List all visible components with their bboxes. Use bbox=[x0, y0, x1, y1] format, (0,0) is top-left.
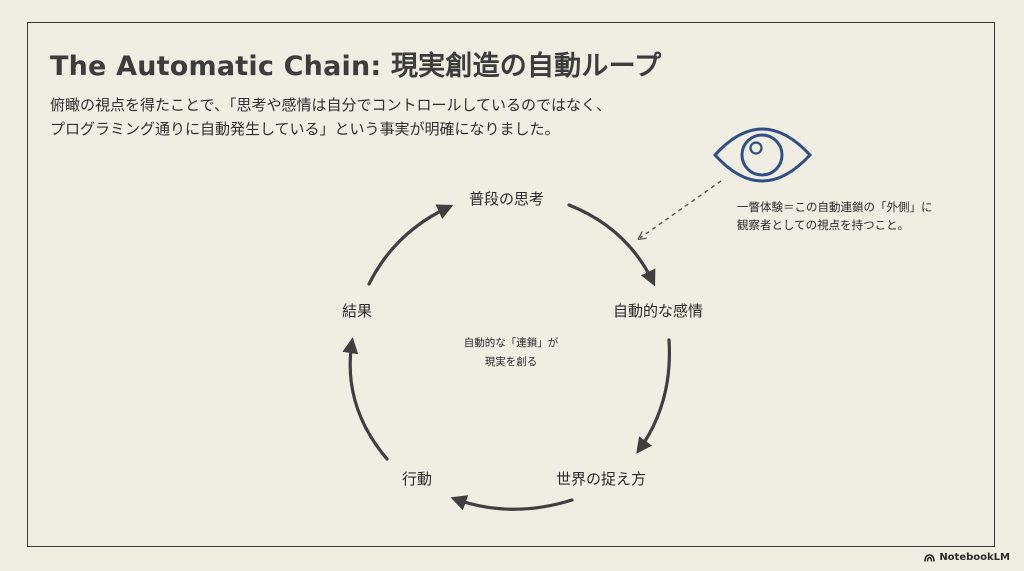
center-line-2: 現実を創る bbox=[484, 356, 538, 368]
subtitle: 俯瞰の視点を得たことで、「思考や感情は自分でコントロールしているのではなく、 プ… bbox=[50, 93, 611, 141]
node-action: 行動 bbox=[402, 470, 433, 488]
notebooklm-brand: NotebookLM bbox=[924, 552, 1010, 563]
node-worldview: 世界の捉え方 bbox=[556, 470, 647, 488]
node-automatic-emotion: 自動的な感情 bbox=[613, 302, 704, 320]
brand-label: NotebookLM bbox=[939, 552, 1010, 563]
slide-frame bbox=[27, 22, 995, 547]
observer-note-line-2: 観察者としての視点を持つこと。 bbox=[737, 218, 910, 232]
cycle-center-caption: 自動的な「連鎖」が 現実を創る bbox=[455, 334, 567, 372]
page-title: The Automatic Chain: 現実創造の自動ループ bbox=[50, 51, 662, 82]
node-result: 結果 bbox=[342, 302, 373, 320]
center-line-1: 自動的な「連鎖」が bbox=[463, 337, 559, 349]
subtitle-line-1: 俯瞰の視点を得たことで、「思考や感情は自分でコントロールしているのではなく、 bbox=[50, 96, 612, 114]
notebooklm-logo-icon bbox=[924, 553, 936, 562]
observer-note-line-1: 一瞥体験＝この自動連鎖の「外側」に bbox=[737, 200, 933, 214]
node-usual-thought: 普段の思考 bbox=[469, 190, 545, 208]
subtitle-line-2: プログラミング通りに自動発生している」という事実が明確になりました。 bbox=[50, 120, 560, 138]
observer-note: 一瞥体験＝この自動連鎖の「外側」に 観察者としての視点を持つこと。 bbox=[737, 198, 933, 234]
